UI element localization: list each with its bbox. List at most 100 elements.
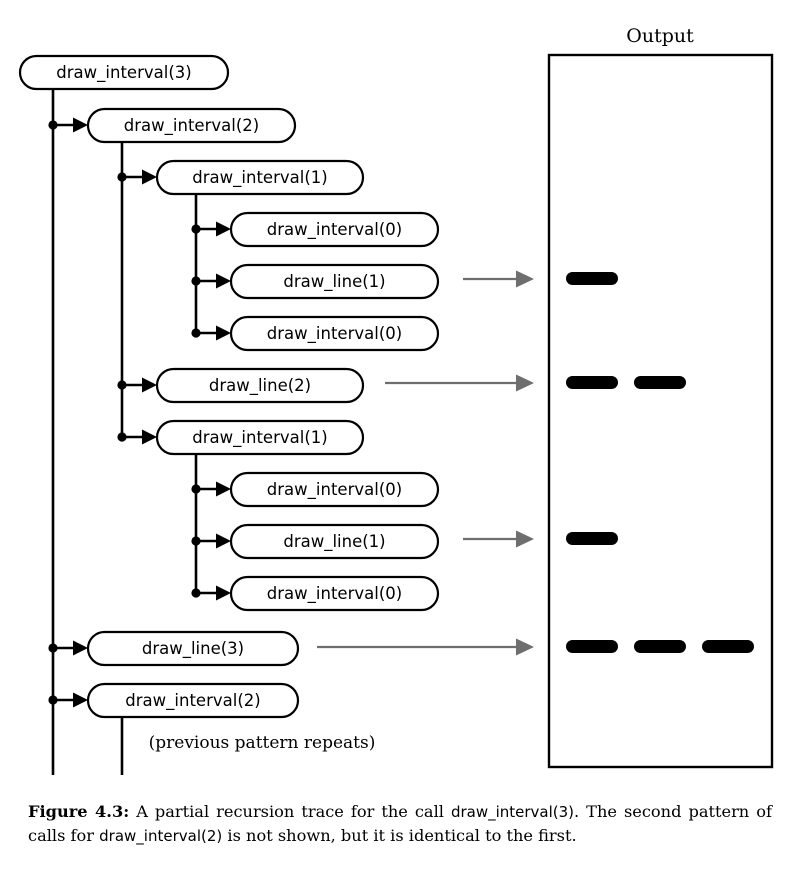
output-bar <box>566 532 618 545</box>
caption-call-1: draw_interval(3) <box>450 803 575 821</box>
figure-caption: Figure 4.3: A partial recursion trace fo… <box>28 800 772 848</box>
call-arrow <box>48 640 88 656</box>
call-arrowhead <box>216 533 231 549</box>
call-arrowhead <box>73 117 88 133</box>
call-node-box <box>86 107 297 144</box>
call-node-label: draw_interval(1) <box>192 168 327 188</box>
call-origin-dot <box>48 643 58 653</box>
call-node-box <box>229 523 440 560</box>
tree-spine-lines <box>51 89 198 775</box>
call-node-label: draw_interval(1) <box>192 428 327 448</box>
call-node-box <box>229 315 440 352</box>
call-arrow <box>191 585 231 601</box>
call-node-box <box>86 682 300 719</box>
call-node-label: draw_interval(0) <box>267 220 402 240</box>
call-origin-dot <box>48 695 58 705</box>
output-bar <box>634 640 686 653</box>
caption-call-2: draw_interval(2) <box>99 826 223 845</box>
call-node-label: draw_interval(0) <box>267 324 402 344</box>
call-arrowhead <box>142 169 157 185</box>
call-arrows <box>48 117 231 708</box>
output-bars <box>566 272 754 653</box>
output-arrow <box>463 530 534 548</box>
call-origin-dot <box>191 588 201 598</box>
call-origin-dot <box>191 484 201 494</box>
output-arrowhead <box>516 374 534 392</box>
output-arrow <box>385 374 534 392</box>
output-arrows <box>317 270 534 656</box>
call-origin-dot <box>191 536 201 546</box>
call-node-box <box>86 630 300 667</box>
call-node-label: draw_line(2) <box>209 376 311 396</box>
call-arrowhead <box>73 692 88 708</box>
call-node-label: draw_line(3) <box>142 639 244 659</box>
output-arrowhead <box>516 638 534 656</box>
call-origin-dot <box>117 432 127 442</box>
output-panel-border <box>547 53 774 769</box>
call-arrow <box>191 481 231 497</box>
call-nodes: draw_interval(3) draw_interval(2) draw_int… <box>18 54 440 719</box>
call-node: draw_line(3) <box>86 630 300 667</box>
call-origin-dot <box>117 380 127 390</box>
call-node-label: draw_interval(2) <box>124 116 259 136</box>
output-bar <box>634 376 686 389</box>
call-arrowhead <box>142 429 157 445</box>
call-arrowhead <box>73 640 88 656</box>
previous-pattern-repeats-note: (previous pattern repeats) <box>149 733 376 753</box>
call-arrow <box>117 377 157 393</box>
call-node-box <box>229 471 440 508</box>
call-arrow <box>48 117 88 133</box>
call-arrowhead <box>216 481 231 497</box>
call-node-box <box>155 367 365 404</box>
call-node: draw_interval(0) <box>229 575 440 612</box>
call-arrow <box>191 273 231 289</box>
caption-text-1: A partial recursion trace for the call <box>136 802 444 821</box>
call-node: draw_interval(0) <box>229 211 440 248</box>
recursion-trace-diagram: draw_interval(3) draw_interval(2) draw_int… <box>18 25 774 775</box>
call-node: draw_interval(1) <box>155 419 365 456</box>
call-origin-dot <box>48 120 58 130</box>
call-node: draw_interval(1) <box>155 159 365 196</box>
call-arrow <box>191 325 231 341</box>
call-arrow <box>191 533 231 549</box>
call-origin-dot <box>191 328 201 338</box>
call-origin-dot <box>191 276 201 286</box>
call-arrow <box>191 221 231 237</box>
call-arrow <box>48 692 88 708</box>
call-node-label: draw_interval(2) <box>125 691 260 711</box>
call-origin-dot <box>117 172 127 182</box>
call-node-box <box>229 211 440 248</box>
call-arrow <box>117 429 157 445</box>
call-arrowhead <box>142 377 157 393</box>
caption-label: Figure 4.3: <box>28 802 130 821</box>
call-node-label: draw_interval(3) <box>56 63 191 83</box>
call-node: draw_interval(2) <box>86 107 297 144</box>
call-arrowhead <box>216 585 231 601</box>
output-bar <box>566 272 618 285</box>
call-node-box <box>18 54 230 91</box>
call-node: draw_interval(0) <box>229 315 440 352</box>
output-bar <box>702 640 754 653</box>
call-arrowhead <box>216 221 231 237</box>
output-bar <box>566 376 618 389</box>
call-node: draw_line(1) <box>229 263 440 300</box>
call-node: draw_line(1) <box>229 523 440 560</box>
output-panel: Output <box>547 25 774 769</box>
call-node-label: draw_interval(0) <box>267 584 402 604</box>
caption-text-2: . The second pattern of calls for <box>28 802 772 845</box>
output-panel-title: Output <box>626 25 694 47</box>
call-node-box <box>155 419 365 456</box>
call-node-label: draw_interval(0) <box>267 480 402 500</box>
call-node-box <box>155 159 365 196</box>
call-node-box <box>229 263 440 300</box>
call-node-label: draw_line(1) <box>283 272 385 292</box>
output-arrowhead <box>516 530 534 548</box>
call-node: draw_interval(3) <box>18 54 230 91</box>
caption-text-3: is not shown, but it is identical to the… <box>227 825 577 845</box>
call-node: draw_interval(2) <box>86 682 300 719</box>
call-node-box <box>229 575 440 612</box>
call-node-label: draw_line(1) <box>283 532 385 552</box>
call-arrowhead <box>216 325 231 341</box>
output-arrow <box>463 270 534 288</box>
call-origin-dot <box>191 224 201 234</box>
